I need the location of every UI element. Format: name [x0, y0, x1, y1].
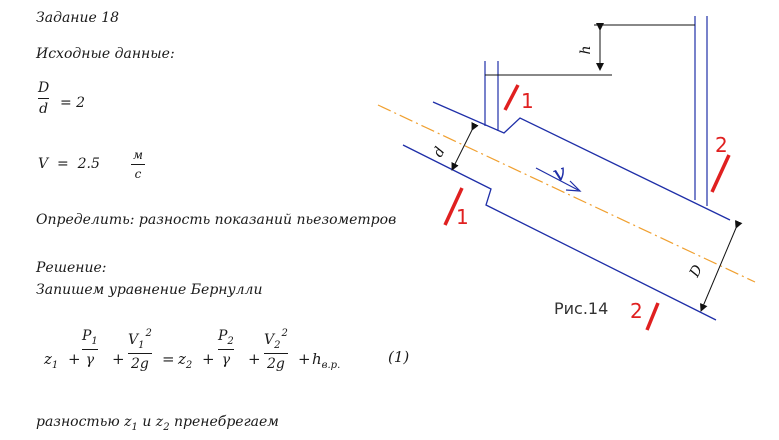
flow-arrow [535, 167, 579, 191]
section-1-marker-bottom [443, 187, 464, 226]
plus-sign: + [298, 350, 311, 368]
determine-text: Определить: разность показаний пьезометр… [36, 212, 397, 228]
v1-fraction: V12 2g [128, 328, 152, 372]
ratio-fraction: D d [38, 80, 50, 117]
head-loss-term: hв.р. [312, 350, 341, 371]
plus-sign: + [112, 350, 125, 368]
section-2-label-top: 2 [715, 133, 728, 157]
h-label: h [578, 45, 594, 54]
v2-fraction: V22 2g [264, 328, 288, 372]
flow-arrow-head [565, 180, 582, 192]
ratio-numerator: D [38, 80, 50, 96]
p2-fraction: P2 γ [218, 328, 234, 368]
d-label: d [430, 144, 448, 159]
equation-number: (1) [388, 348, 410, 366]
fraction-bar [38, 98, 50, 99]
d-dimension [451, 121, 479, 171]
unit-denominator: с [134, 167, 142, 181]
pipe-axis [377, 104, 756, 283]
given-heading: Исходные данные: [36, 46, 175, 62]
bernoulli-equation: z1 + P1 γ + V12 2g = z2 + P2 γ + V22 2g … [44, 328, 424, 388]
plus-sign: + [68, 350, 81, 368]
ratio-denominator: d [39, 101, 49, 117]
equals-sign: = [162, 350, 175, 368]
ratio-value: = 2 [60, 95, 86, 111]
section-2-marker-top [710, 154, 731, 193]
velocity-unit: м с [131, 148, 145, 181]
figure-caption: Рис.14 [554, 299, 608, 318]
D-label: D [686, 262, 706, 280]
pipe-lower-wall [402, 144, 717, 321]
z2-term: z2 [178, 350, 193, 371]
p1-fraction: P1 γ [82, 328, 98, 368]
section-1-label-bottom: 1 [456, 205, 469, 229]
plus-sign: + [202, 350, 215, 368]
bernoulli-intro: Запишем уравнение Бернулли [36, 282, 263, 298]
task-title: Задание 18 [36, 10, 120, 26]
plus-sign: + [248, 350, 261, 368]
velocity-label: v [550, 160, 571, 188]
section-2-marker-bottom [645, 302, 660, 331]
section-1-label-top: 1 [521, 89, 534, 113]
neglect-text: разностью z1 и z2 пренебрегаем [36, 414, 279, 433]
section-1-marker-top [503, 84, 520, 111]
velocity-value: V = 2.5 [38, 156, 100, 172]
D-dimension [700, 219, 743, 312]
z1-term: z1 [44, 350, 59, 371]
solution-heading: Решение: [36, 260, 107, 276]
unit-numerator: м [133, 148, 143, 162]
fraction-bar [131, 164, 145, 165]
pipe-upper-wall [432, 101, 731, 221]
section-2-label-bottom: 2 [630, 299, 643, 323]
